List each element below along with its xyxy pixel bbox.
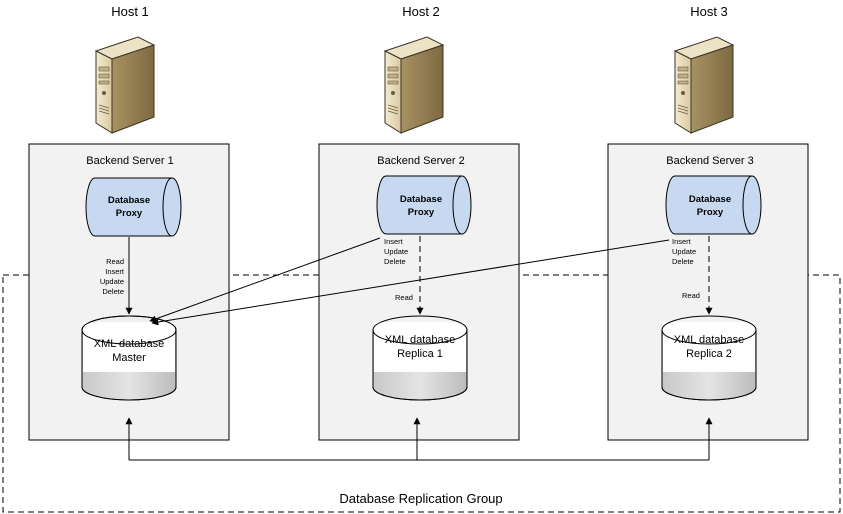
master-edge-label-update: Update: [100, 277, 124, 286]
xml-database-replica-2: XML database Replica 2: [661, 315, 757, 401]
replica-1-write-arrow: [149, 237, 381, 323]
db-replica-2-line-1: XML database: [674, 334, 745, 346]
proxy-1-line-2: Proxy: [116, 208, 143, 219]
replica-1-write-label-insert: Insert: [384, 237, 404, 246]
master-edge-label-read: Read: [106, 257, 124, 266]
host-3-title: Host 3: [690, 4, 728, 19]
proxy-2-line-1: Database: [400, 194, 442, 205]
db-master-line-2: Master: [112, 352, 146, 364]
server-tower-icon: [95, 36, 155, 134]
replica-1-write-label-delete: Delete: [384, 257, 406, 266]
replication-group-boundary: [2, 274, 841, 513]
backend-server-3-title: Backend Server 3: [666, 155, 753, 167]
replica-2-read-label: Read: [682, 291, 700, 300]
proxy-2-line-2: Proxy: [408, 207, 435, 218]
xml-database-master: XML database Master: [81, 315, 177, 401]
replica-2-write-label-update: Update: [672, 247, 696, 256]
proxy-3-line-2: Proxy: [697, 207, 724, 218]
server-tower-icon: [384, 36, 444, 134]
backend-server-1-title: Backend Server 1: [86, 155, 173, 167]
database-proxy-1: Database Proxy: [85, 177, 182, 237]
replica-2-write-arrow: [151, 239, 670, 326]
db-master-line-1: XML database: [94, 338, 165, 350]
database-proxy-2: Database Proxy: [376, 175, 472, 235]
server-tower-icon: [674, 36, 734, 134]
host-2-title: Host 2: [402, 4, 440, 19]
db-replica-1-line-1: XML database: [385, 334, 456, 346]
xml-database-replica-1: XML database Replica 1: [372, 315, 468, 401]
replica-1-write-label-update: Update: [384, 247, 408, 256]
backend-server-2-title: Backend Server 2: [377, 155, 464, 167]
master-edge-label-delete: Delete: [102, 287, 124, 296]
replica-2-write-label-delete: Delete: [672, 257, 694, 266]
host-1-title: Host 1: [111, 4, 149, 19]
proxy-1-line-1: Database: [108, 195, 150, 206]
db-replica-1-line-2: Replica 1: [397, 348, 443, 360]
master-edge-label-insert: Insert: [105, 267, 125, 276]
database-proxy-3: Database Proxy: [665, 175, 762, 235]
db-replica-2-line-2: Replica 2: [686, 348, 732, 360]
proxy-3-line-1: Database: [689, 194, 731, 205]
replica-1-read-label: Read: [395, 293, 413, 302]
replica-2-write-label-insert: Insert: [672, 237, 692, 246]
replication-group-label: Database Replication Group: [339, 491, 502, 506]
